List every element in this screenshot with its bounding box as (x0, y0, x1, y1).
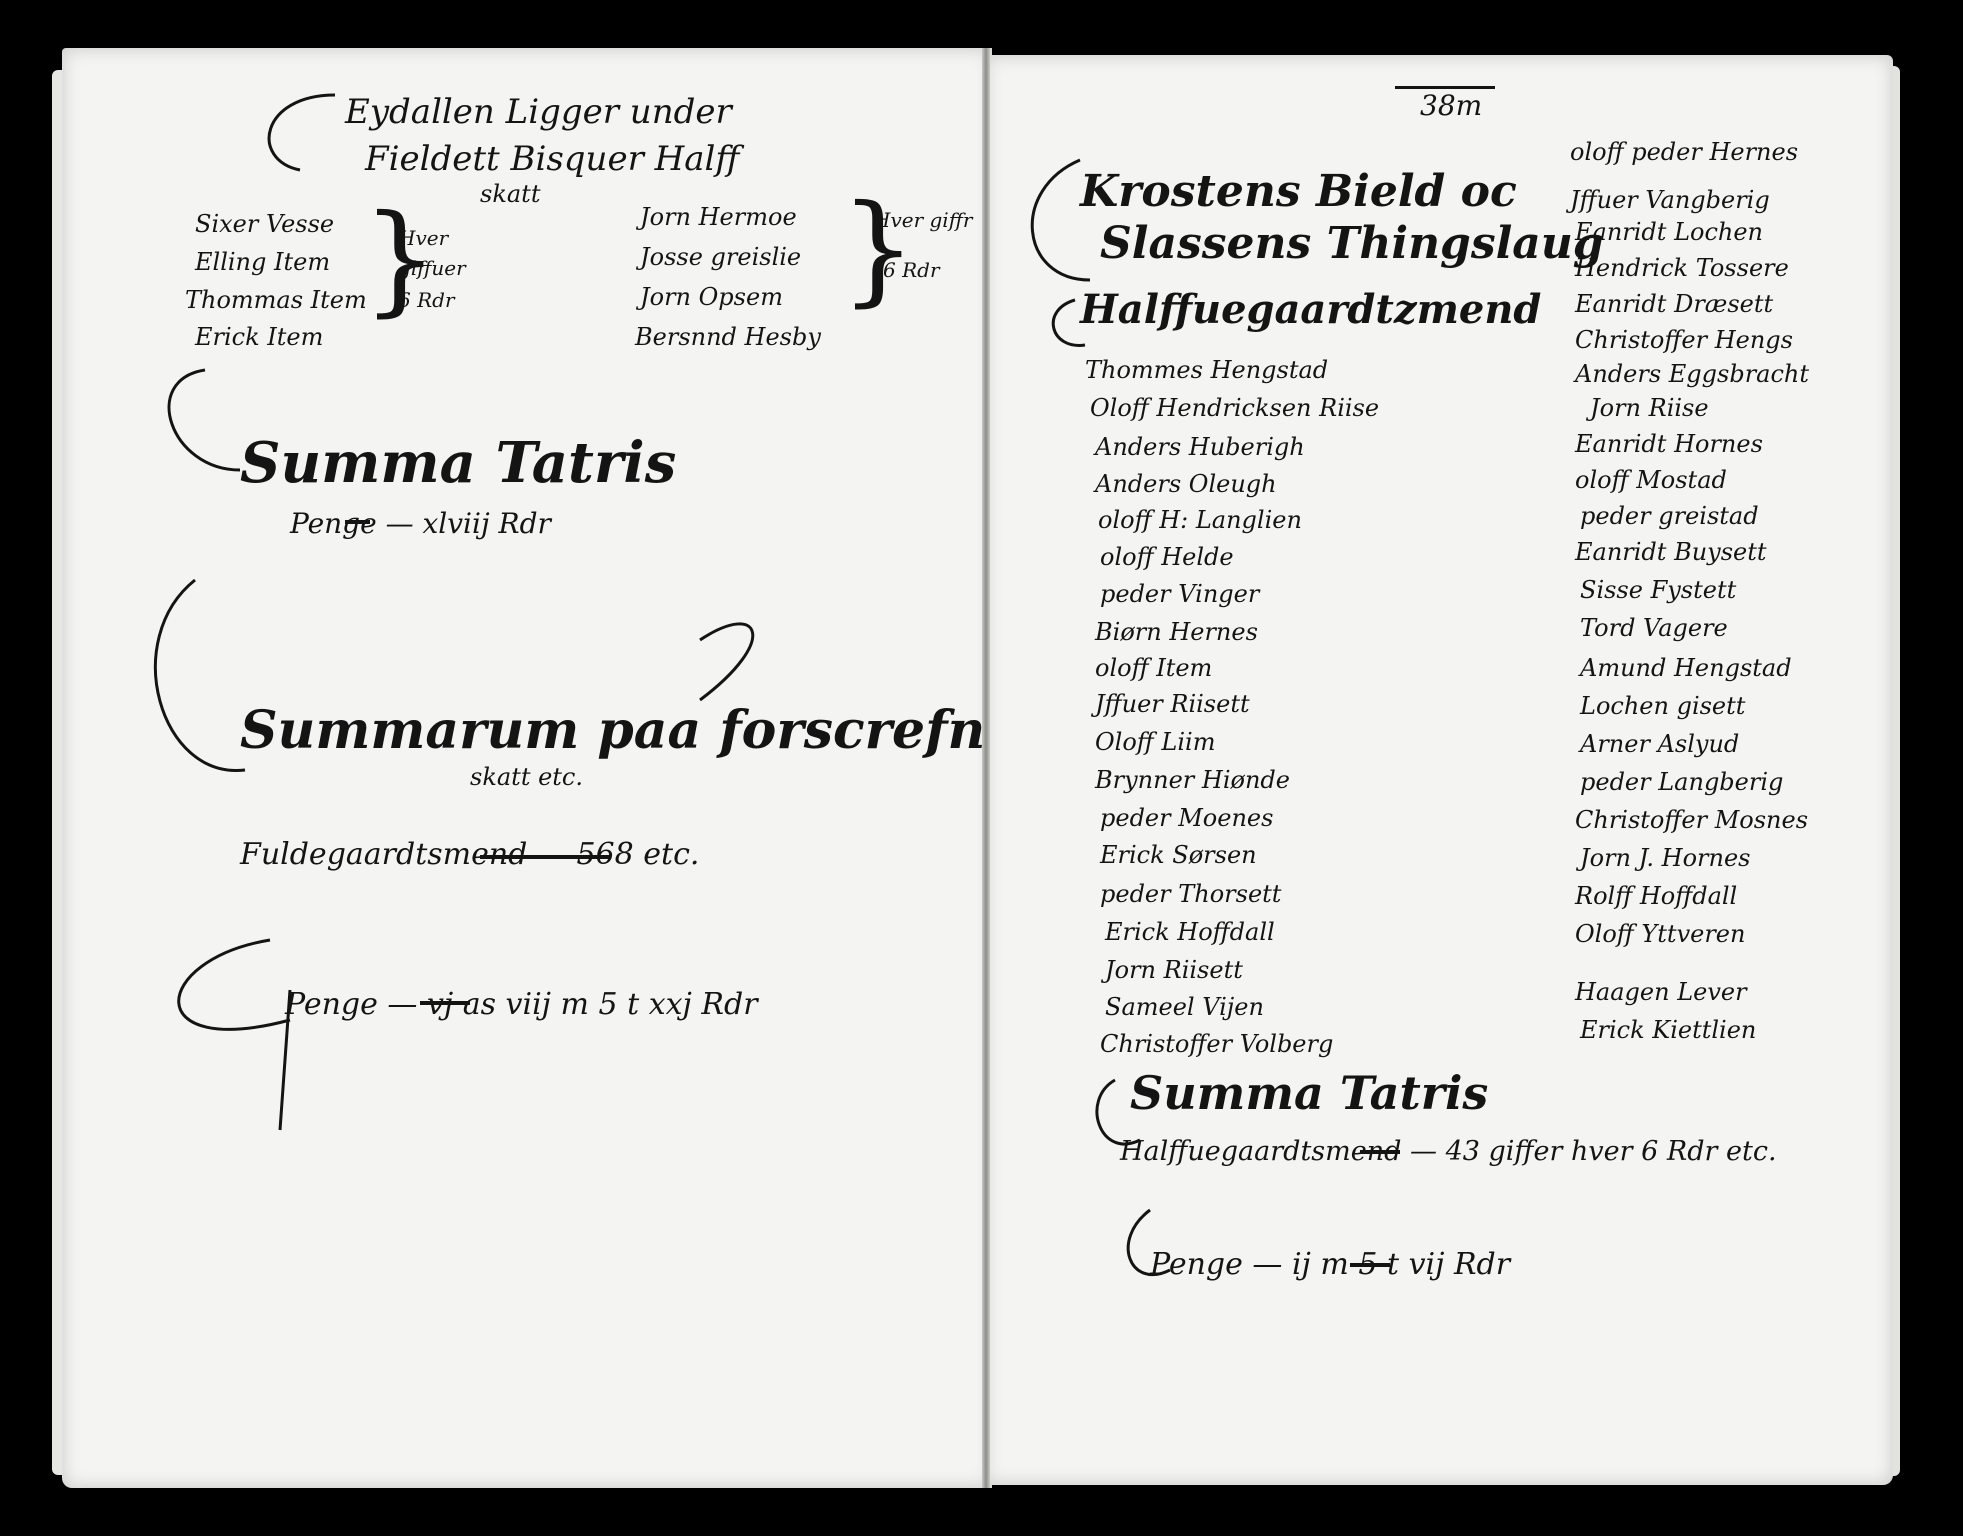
left-group2-note-1: Hver giffr (873, 208, 973, 232)
left-summa-line: Penge — xlviij Rdr (290, 507, 551, 540)
list-item: Tord Vagere (1580, 614, 1728, 642)
list-item: Biørn Hernes (1095, 618, 1258, 646)
left-summa-title: Summa Tatris (240, 430, 677, 496)
list-item: peder Thorsett (1100, 880, 1282, 908)
list-item: Josse greislie (640, 243, 802, 271)
folio-number: 38m (1420, 89, 1483, 122)
list-item: Haagen Lever (1575, 978, 1747, 1006)
list-item: peder Moenes (1100, 804, 1274, 832)
list-item: Thommas Item (185, 286, 367, 314)
list-item: oloff Mostad (1575, 466, 1727, 494)
list-item: oloff H: Langlien (1098, 506, 1302, 534)
list-item: peder Langberig (1580, 768, 1784, 796)
right-summa-title: Summa Tatris (1130, 1066, 1489, 1120)
list-item: Bersnnd Hesby (635, 323, 821, 351)
list-item: Eanridt Lochen (1575, 218, 1764, 246)
list-item: Anders Huberigh (1095, 433, 1305, 461)
list-item: Anders Oleugh (1095, 470, 1277, 498)
list-item: Erick Sørsen (1100, 841, 1257, 869)
list-item: Jorn J. Hornes (1580, 844, 1751, 872)
list-item: Jorn Riise (1590, 394, 1709, 422)
list-item: Jffuer Riisett (1095, 690, 1250, 718)
list-item: Oloff Yttveren (1575, 920, 1746, 948)
flourish-summa-left (167, 368, 241, 472)
list-item: oloff Item (1095, 654, 1213, 682)
list-item: Jorn Opsem (640, 283, 783, 311)
folio-rule (1395, 86, 1495, 89)
left-summarum-total: Penge — vj as viij m 5 t xxj Rdr (285, 987, 758, 1022)
left-summarum-title: Summarum paa forscrefne (240, 700, 1019, 761)
list-item: Lochen gisett (1580, 692, 1746, 720)
left-summarum-sub: skatt etc. (470, 763, 584, 791)
list-item: Eanridt Dræsett (1575, 290, 1774, 318)
flourish-right-summa (1095, 1078, 1141, 1146)
list-item: Erick Hoffdall (1105, 918, 1275, 946)
left-heading-line2: Fieldett Bisquer Halff (365, 139, 740, 179)
list-item: Eanridt Buysett (1575, 538, 1767, 566)
list-item: peder greistad (1580, 502, 1759, 530)
flourish-left-heading (267, 93, 336, 172)
left-group1-brace: } (362, 190, 439, 329)
list-item: Erick Kiettlien (1580, 1016, 1757, 1044)
list-item: Oloff Hendricksen Riise (1090, 394, 1380, 422)
left-heading-line1: Eydallen Ligger under (345, 92, 732, 132)
list-item: Sameel Vijen (1105, 993, 1264, 1021)
left-summarum-line: Fuldegaardtsmend — 568 etc. (240, 837, 700, 872)
book-gutter (982, 48, 990, 1488)
list-item: Jorn Hermoe (640, 203, 797, 231)
flourish-summarum-right (699, 622, 755, 702)
right-heading-line2: Slassens Thingslaug (1100, 218, 1604, 269)
right-heading-line3: Halffuegaardtzmend (1080, 286, 1542, 333)
list-item: peder Vinger (1100, 580, 1260, 608)
left-group1-note-2: giffuer (398, 256, 466, 280)
right-penge-line: Penge — ij m 5 t vij Rdr (1150, 1247, 1511, 1282)
left-group2-note-2: 6 Rdr (883, 258, 940, 282)
list-item: Rolff Hoffdall (1575, 882, 1738, 910)
list-item: Thommes Hengstad (1085, 356, 1329, 384)
left-heading-line3: skatt (480, 180, 541, 208)
list-item: Eanridt Hornes (1575, 430, 1763, 458)
flourish-penge-left (177, 938, 292, 1131)
list-item: Oloff Liim (1095, 728, 1216, 756)
list-item: Sisse Fystett (1580, 576, 1737, 604)
left-group1-note-3: 6 Rdr (398, 288, 455, 312)
list-item: Erick Item (195, 323, 324, 351)
flourish-halff (1051, 298, 1086, 347)
list-item: Amund Hengstad (1580, 654, 1792, 682)
right-summa-line: Halffuegaardtsmend — 43 giffer hver 6 Rd… (1120, 1136, 1777, 1167)
flourish-summarum-left (153, 578, 246, 772)
list-item: oloff peder Hernes (1570, 138, 1799, 166)
left-group2-brace: } (840, 180, 917, 319)
list-item: Hendrick Tossere (1575, 254, 1789, 282)
list-item: Christoffer Hengs (1575, 326, 1793, 354)
flourish-right-heading (1030, 158, 1091, 282)
list-item: Jorn Riisett (1105, 956, 1243, 984)
left-group1-note-1: Hver (398, 226, 449, 250)
list-item: Jffuer Vangberig (1570, 186, 1770, 214)
list-item: Arner Aslyud (1580, 730, 1740, 758)
list-item: Sixer Vesse (195, 210, 335, 238)
flourish-right-penge (1126, 1208, 1171, 1277)
list-item: Christoffer Mosnes (1575, 806, 1809, 834)
list-item: oloff Helde (1100, 543, 1234, 571)
list-item: Elling Item (195, 248, 331, 276)
list-item: Christoffer Volberg (1100, 1030, 1334, 1058)
right-page (985, 55, 1893, 1485)
list-item: Brynner Hiønde (1095, 766, 1290, 794)
right-heading-line1: Krostens Bield oc (1080, 166, 1517, 217)
list-item: Anders Eggsbracht (1575, 360, 1810, 388)
